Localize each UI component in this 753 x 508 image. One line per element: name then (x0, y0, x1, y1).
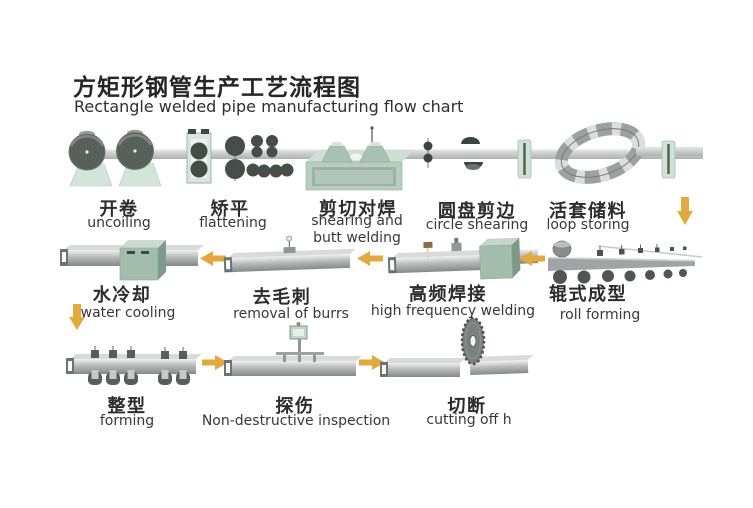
label-shearing-butt-welding-en: shearing and butt welding (311, 213, 403, 246)
flow-arrow-left-icon (357, 251, 383, 266)
shearing-butt-welding-illustration (305, 126, 414, 191)
flow-arrow-left-icon (519, 251, 545, 266)
label-forming-en: forming (99, 413, 155, 429)
label-inspection-zh: 探伤 (275, 396, 315, 417)
label-circle-shearing-zh: 圆盘剪边 (438, 201, 516, 222)
label-uncoiling-en: uncoiling (87, 215, 151, 231)
label-removal-of-burrs-zh: 去毛刺 (252, 287, 312, 308)
high-frequency-welding-illustration (387, 237, 539, 280)
saw-blade-icon (460, 316, 486, 366)
flow-arrow-down-icon (69, 304, 85, 330)
label-circle-shearing-en: circle shearing (425, 217, 529, 233)
label-forming-zh: 整型 (107, 396, 147, 417)
flow-arrow-left-icon (200, 251, 226, 266)
label-loop-storing-zh: 活套储料 (549, 201, 627, 222)
label-loop-storing-en: loop storing (546, 217, 630, 233)
cutting-off-illustration (380, 316, 534, 377)
page-subtitle: Rectangle welded pipe manufacturing flow… (74, 97, 464, 116)
flow-arrow-right-icon (359, 355, 385, 370)
roll-forming-illustration (548, 240, 703, 284)
label-cutting-off-zh: 切断 (447, 396, 487, 417)
label-roll-forming-en: roll forming (559, 307, 641, 323)
inspection-illustration (224, 322, 362, 376)
forming-illustration (66, 346, 202, 385)
uncoiling-illustration (68, 129, 162, 187)
label-roll-forming-zh: 辊式成型 (549, 284, 627, 305)
label-shearing-butt-welding-zh: 剪切对焊 (319, 199, 397, 220)
label-high-frequency-welding-zh: 高频焊接 (409, 284, 487, 305)
label-flattening-zh: 矫平 (210, 199, 250, 220)
roller-clamps (88, 346, 190, 385)
page-title: 方矩形钢管生产工艺流程图 (73, 75, 361, 101)
flow-arrow-right-icon (202, 355, 228, 370)
loop-storing-illustration (517, 122, 703, 184)
label-inspection-en: Non-destructive inspection (201, 413, 391, 429)
label-removal-of-burrs-en: removal of burrs (233, 306, 349, 322)
label-cutting-off-en: cutting off h (426, 412, 512, 428)
removal-of-burrs-illustration (223, 235, 356, 273)
label-uncoiling-zh: 开卷 (99, 199, 139, 220)
circle-shearing-illustration (423, 137, 483, 170)
flattening-illustration (186, 129, 294, 184)
label-water-cooling-zh: 水冷却 (92, 285, 152, 306)
flow-arrow-down-icon (677, 197, 693, 225)
label-water-cooling-en: water cooling (80, 305, 176, 321)
water-cooling-illustration (60, 240, 204, 281)
label-flattening-en: flattening (199, 215, 267, 231)
label-high-frequency-welding-en: high frequency welding (370, 303, 536, 319)
